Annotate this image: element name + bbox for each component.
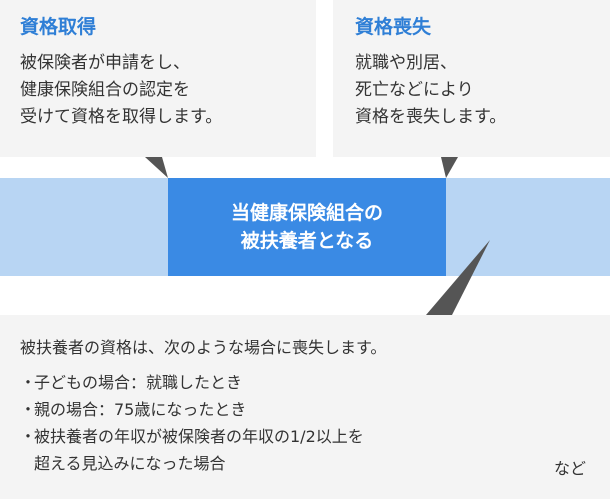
loss-box: 資格喪失 就職や別居、 死亡などにより 資格を喪失します。: [333, 0, 610, 157]
condition-line: 超える見込みになった場合: [34, 454, 226, 473]
bullet-mark: ・: [20, 427, 37, 446]
center-line: 被扶養者となる: [240, 230, 374, 252]
condition-line: 子どもの場合：就職したとき: [34, 373, 243, 392]
acquisition-box: 資格取得 被保険者が申請をし、 健康保険組合の認定を 受けて資格を取得します。: [0, 0, 316, 157]
acquisition-line: 健康保険組合の認定を: [20, 80, 190, 100]
etc-label: など: [553, 459, 586, 478]
center-line: 当健康保険組合の: [230, 202, 383, 224]
dependent-status-box: 当健康保険組合の 被扶養者となる: [168, 178, 446, 276]
loss-line: 死亡などにより: [355, 80, 474, 100]
condition-item: ・ 親の場合：75歳になったとき: [20, 396, 590, 423]
conditions-box: 被扶養者の資格は、次のような場合に喪失します。 ・ 子どもの場合：就職したとき …: [0, 315, 610, 499]
loss-description: 就職や別居、 死亡などにより 資格を喪失します。: [355, 50, 588, 131]
conditions-intro: 被扶養者の資格は、次のような場合に喪失します。: [20, 338, 387, 357]
loss-line: 就職や別居、: [355, 53, 457, 73]
acquisition-title: 資格取得: [20, 16, 97, 38]
bullet-mark: ・: [20, 373, 37, 392]
loss-line: 資格を喪失します。: [355, 107, 507, 127]
bullet-mark: ・: [20, 400, 37, 419]
condition-line: 被扶養者の年収が被保険者の年収の1/2以上を: [34, 427, 364, 446]
acquisition-description: 被保険者が申請をし、 健康保険組合の認定を 受けて資格を取得します。: [20, 50, 296, 131]
loss-pointer: [441, 157, 458, 178]
condition-item: ・ 被扶養者の年収が被保険者の年収の1/2以上を 超える見込みになった場合: [20, 423, 590, 477]
acquisition-line: 受けて資格を取得します。: [20, 107, 223, 127]
condition-line: 親の場合：75歳になったとき: [34, 400, 247, 419]
condition-item: ・ 子どもの場合：就職したとき: [20, 369, 590, 396]
acquisition-line: 被保険者が申請をし、: [20, 53, 190, 73]
acquisition-pointer: [145, 157, 168, 178]
loss-title: 資格喪失: [355, 16, 432, 38]
